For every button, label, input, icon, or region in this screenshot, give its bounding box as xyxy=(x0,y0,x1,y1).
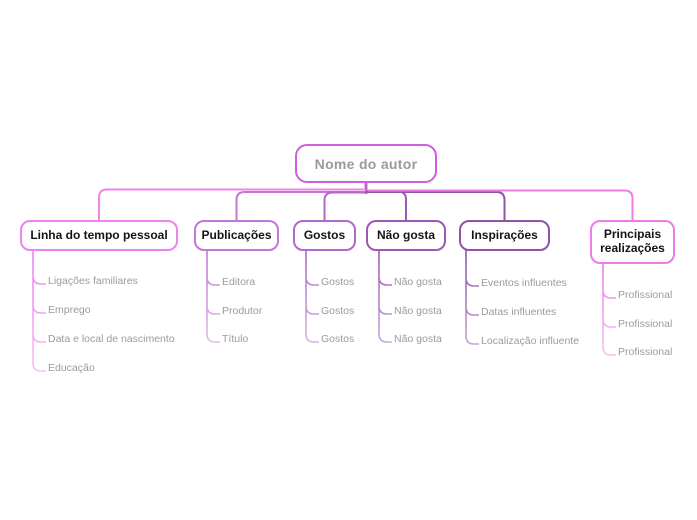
subtopic-profissional-2[interactable]: Profissional xyxy=(618,318,673,330)
subtopic-produtor[interactable]: Produtor xyxy=(222,305,263,317)
subtopic-nao-gosta-1[interactable]: Não gosta xyxy=(394,276,442,288)
topic-nao-gosta[interactable]: Não gosta xyxy=(366,220,446,251)
edge-root-to-nao-gosta xyxy=(366,190,407,221)
subtopic-gostos-1[interactable]: Gostos xyxy=(321,276,355,288)
child-lines-nao-gosta xyxy=(378,250,392,343)
child-lines-publicacoes xyxy=(206,250,220,343)
subtopic-ligacoes-familiares[interactable]: Ligações familiares xyxy=(48,275,138,287)
subtopic-data-local-nascimento[interactable]: Data e local de nascimento xyxy=(48,333,175,345)
topic-principais-realizacoes[interactable]: Principais realizações xyxy=(590,220,675,264)
topic-publicacoes[interactable]: Publicações xyxy=(194,220,279,251)
edge-root-to-inspiracoes xyxy=(366,191,506,221)
edge-root-to-linha-do-tempo xyxy=(98,188,364,221)
subtopic-editora[interactable]: Editora xyxy=(222,276,256,288)
child-lines-linha-do-tempo xyxy=(32,250,46,372)
edge-root-to-principais-realizacoes xyxy=(368,189,634,221)
edge-root-to-publicacoes xyxy=(235,191,366,221)
subtopic-gostos-2[interactable]: Gostos xyxy=(321,305,355,317)
subtopic-educacao[interactable]: Educação xyxy=(48,362,95,374)
topic-gostos[interactable]: Gostos xyxy=(293,220,356,251)
child-lines-gostos xyxy=(305,250,319,343)
subtopic-datas-influentes[interactable]: Datas influentes xyxy=(481,306,557,318)
root-topic[interactable]: Nome do autor xyxy=(295,144,437,183)
subtopic-profissional-1[interactable]: Profissional xyxy=(618,289,673,301)
subtopic-titulo[interactable]: Título xyxy=(222,333,249,345)
child-lines-inspiracoes xyxy=(465,250,479,345)
edge-root-to-gostos xyxy=(323,191,366,221)
subtopic-emprego[interactable]: Emprego xyxy=(48,304,91,316)
child-lines-principais-realizacoes xyxy=(602,263,616,356)
topic-linha-do-tempo-pessoal[interactable]: Linha do tempo pessoal xyxy=(20,220,178,251)
subtopic-nao-gosta-3[interactable]: Não gosta xyxy=(394,333,442,345)
subtopic-nao-gosta-2[interactable]: Não gosta xyxy=(394,305,442,317)
subtopic-localizacao-influente[interactable]: Localização influente xyxy=(481,335,580,347)
topic-inspiracoes[interactable]: Inspirações xyxy=(459,220,550,251)
subtopic-gostos-3[interactable]: Gostos xyxy=(321,333,355,345)
subtopic-profissional-3[interactable]: Profissional xyxy=(618,346,673,358)
subtopic-eventos-influentes[interactable]: Eventos influentes xyxy=(481,277,567,289)
